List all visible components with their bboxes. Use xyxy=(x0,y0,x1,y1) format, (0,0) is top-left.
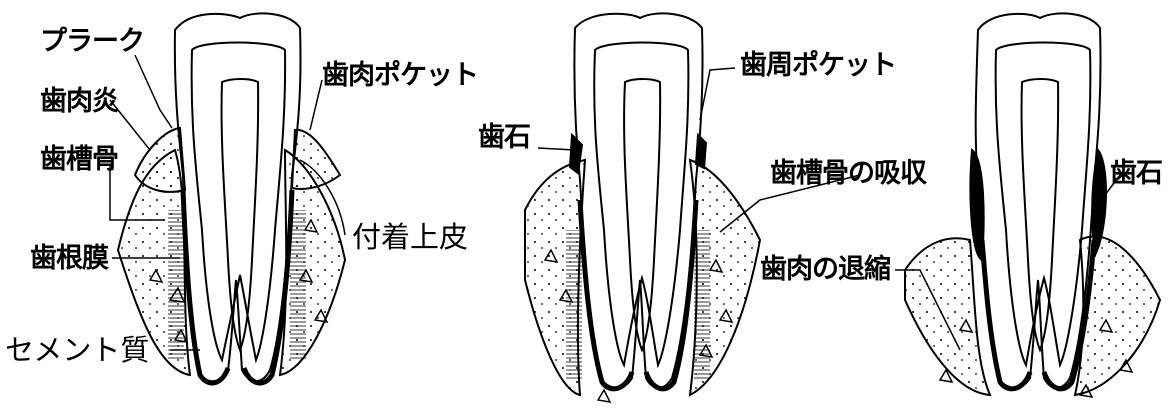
tooth-healthy xyxy=(118,13,345,383)
tooth-advanced-periodontitis xyxy=(905,13,1160,397)
calculus-left-3 xyxy=(970,150,983,260)
tooth-periodontitis xyxy=(525,13,760,402)
gingiva-right xyxy=(292,130,340,189)
pulp xyxy=(222,79,259,350)
label-junctional-epithelium: 付着上皮 xyxy=(352,223,468,252)
label-alveolar-bone: 歯槽骨 xyxy=(40,146,118,173)
label-gingival-pocket: 歯肉ポケット xyxy=(322,62,478,89)
label-periodontal-pocket: 歯周ポケット xyxy=(740,52,896,79)
label-plaque: プラーク xyxy=(40,28,144,55)
label-gingivitis: 歯肉炎 xyxy=(40,88,118,115)
calculus-right-2 xyxy=(696,135,706,168)
label-bone-resorption: 歯槽骨の吸収 xyxy=(770,160,926,187)
label-cementum: セメント質 xyxy=(5,336,149,365)
cementum xyxy=(183,190,228,383)
label-periodontal-ligament: 歯根膜 xyxy=(30,245,108,272)
gingiva-left xyxy=(135,128,185,192)
label-calculus-1: 歯石 xyxy=(478,124,530,151)
label-gingival-recession: 歯肉の退縮 xyxy=(760,256,890,283)
label-calculus-2: 歯石 xyxy=(1110,160,1162,187)
